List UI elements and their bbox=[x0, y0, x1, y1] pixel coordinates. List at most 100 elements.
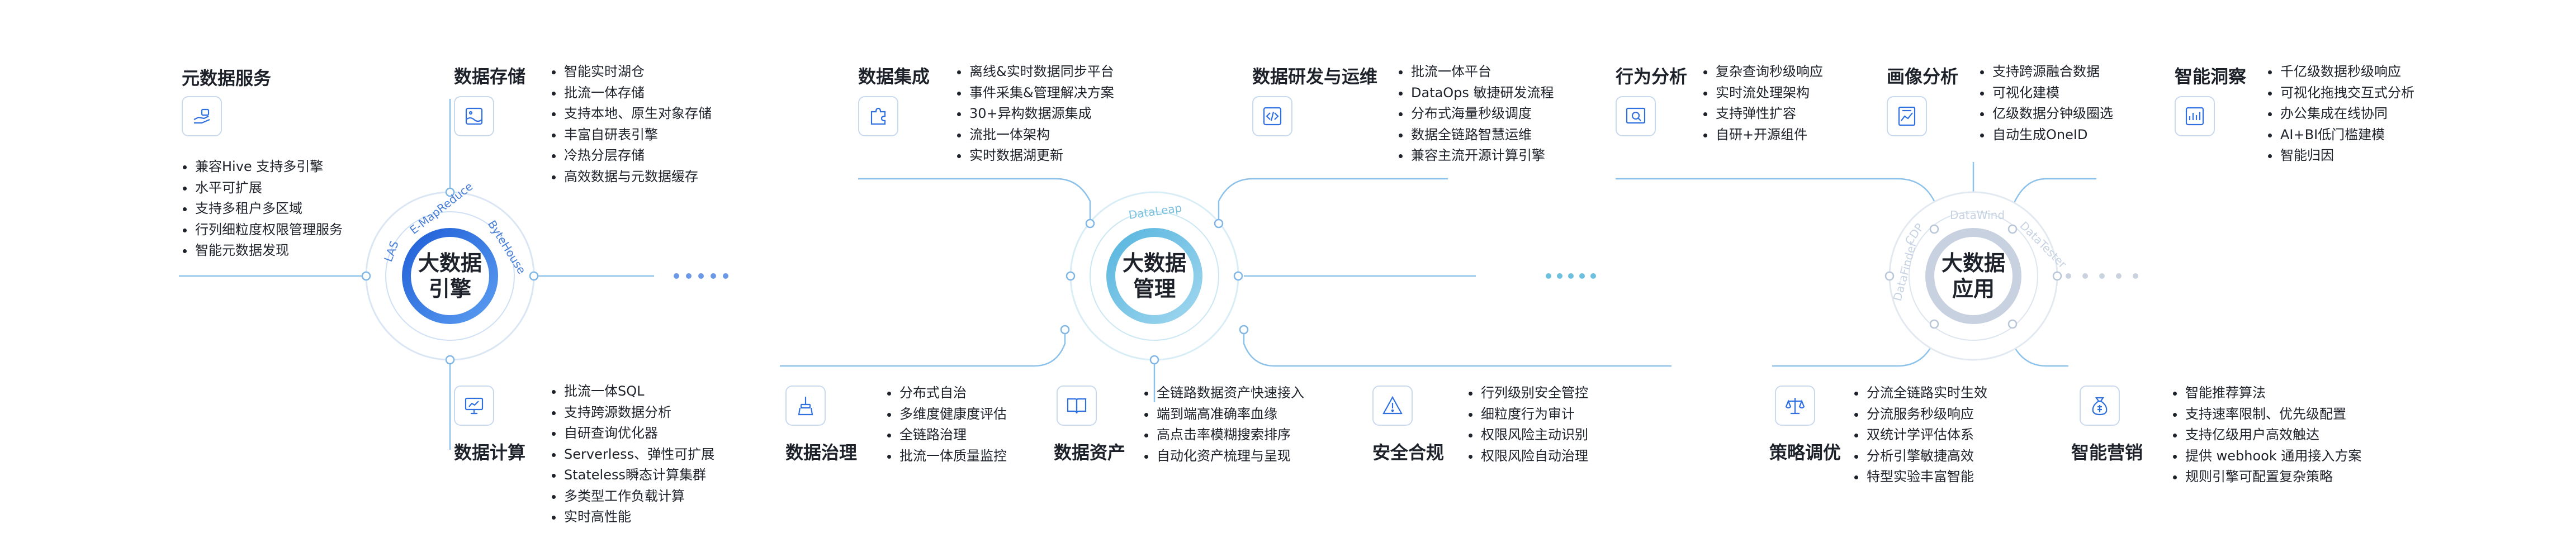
compute-title: 数据计算 bbox=[454, 442, 526, 463]
magnifier-icon bbox=[1616, 96, 1656, 136]
list-item: 批流一体SQL bbox=[551, 381, 714, 402]
insight-icon bbox=[2175, 96, 2215, 136]
list-item: 30+异构数据源集成 bbox=[956, 103, 1114, 125]
list-item: 双统计学评估体系 bbox=[1853, 425, 1987, 446]
list-item: 兼容Hive 支持多引擎 bbox=[182, 156, 343, 178]
list-item: AI+BI低门槛建模 bbox=[2267, 125, 2414, 146]
list-item: 千亿级数据秒级响应 bbox=[2267, 61, 2414, 83]
list-item: 流批一体架构 bbox=[956, 125, 1114, 146]
integration-list: 离线&实时数据同步平台 事件采集&管理解决方案 30+异构数据源集成 流批一体架… bbox=[956, 61, 1114, 166]
hub-application: DataWind DataTester DataFinder CDP bbox=[1884, 191, 2070, 361]
list-item: 支持多租户多区域 bbox=[182, 198, 343, 220]
list-item: 自动化资产梳理与呈现 bbox=[1143, 446, 1304, 467]
hub-engine-line2: 引擎 bbox=[428, 277, 471, 301]
hub-application-line1: 大数据 bbox=[1941, 251, 2005, 275]
governance-list: 分布式自治 多维度健康度评估 全链路治理 批流一体质量监控 bbox=[886, 383, 1007, 467]
list-item: 兼容主流开源计算引擎 bbox=[1398, 145, 1554, 166]
storage-icon bbox=[454, 96, 494, 136]
devops-list: 批流一体平台 DataOps 敏捷研发流程 分布式海量秒级调度 数据全链路智慧运… bbox=[1398, 61, 1554, 166]
hub-application-title: 大数据 应用 bbox=[1929, 250, 2018, 302]
list-item: 多维度健康度评估 bbox=[886, 404, 1007, 425]
list-item: 分流服务秒级响应 bbox=[1853, 404, 1987, 425]
list-item: DataOps 敏捷研发流程 bbox=[1398, 83, 1554, 104]
list-item: 自研+开源组件 bbox=[1702, 125, 1823, 146]
moneybag-icon bbox=[2080, 386, 2120, 426]
list-item: 支持跨源数据分析 bbox=[551, 402, 714, 423]
list-item: 端到端高准确率血缘 bbox=[1143, 404, 1304, 425]
security-list: 行列级别安全管控 细粒度行为审计 权限风险主动识别 权限风险自动治理 bbox=[1467, 383, 1588, 467]
hub-engine: LAS E-MapReduce ByteHouse bbox=[361, 179, 539, 365]
list-item: 智能元数据发现 bbox=[182, 240, 343, 261]
list-item: 冷热分层存储 bbox=[551, 145, 712, 166]
list-item: 权限风险自动治理 bbox=[1467, 446, 1588, 467]
list-item: 行列细粒度权限管理服务 bbox=[182, 220, 343, 241]
security-title: 安全合规 bbox=[1372, 442, 1445, 463]
list-item: 分析引擎敏捷高效 bbox=[1853, 446, 1987, 467]
list-item: 支持弹性扩容 bbox=[1702, 103, 1823, 125]
list-item: 支持跨源融合数据 bbox=[1979, 61, 2113, 83]
list-item: 实时数据湖更新 bbox=[956, 145, 1114, 166]
governance-title: 数据治理 bbox=[785, 442, 858, 463]
hub-management: DataLeap bbox=[1060, 191, 1249, 365]
assets-list: 全链路数据资产快速接入 端到端高准确率血缘 高点击率模糊搜索排序 自动化资产梳理… bbox=[1143, 383, 1304, 467]
list-item: 多类型工作负载计算 bbox=[551, 486, 714, 507]
hub-application-line2: 应用 bbox=[1952, 277, 1995, 301]
warning-icon bbox=[1372, 386, 1413, 426]
list-item: 分布式自治 bbox=[886, 383, 1007, 404]
behavior-title: 行为分析 bbox=[1616, 66, 1688, 87]
list-item: 分布式海量秒级调度 bbox=[1398, 103, 1554, 125]
broom-icon bbox=[785, 386, 826, 426]
puzzle-icon bbox=[858, 96, 898, 136]
scale-icon bbox=[1775, 386, 1815, 426]
meta-title: 元数据服务 bbox=[182, 68, 272, 89]
dotted-trails bbox=[674, 273, 2138, 279]
list-item: 可视化建模 bbox=[1979, 83, 2113, 104]
list-item: 事件采集&管理解决方案 bbox=[956, 83, 1114, 104]
list-item: 可视化拖拽交互式分析 bbox=[2267, 83, 2414, 104]
compute-list: 批流一体SQL 支持跨源数据分析 自研查询优化器 Serverless、弹性可扩… bbox=[551, 381, 714, 528]
meta-list: 兼容Hive 支持多引擎 水平可扩展 支持多租户多区域 行列细粒度权限管理服务 … bbox=[182, 156, 343, 261]
list-item: 实时流处理架构 bbox=[1702, 83, 1823, 104]
hub-engine-title: 大数据 引擎 bbox=[405, 250, 495, 302]
storage-list: 智能实时湖仓 批流一体存储 支持本地、原生对象存储 丰富自研表引擎 冷热分层存储… bbox=[551, 61, 712, 187]
list-item: 水平可扩展 bbox=[182, 178, 343, 199]
monitor-chart-icon bbox=[454, 386, 494, 426]
list-item: 智能归因 bbox=[2267, 145, 2414, 166]
list-item: 特型实验丰富智能 bbox=[1853, 467, 1987, 488]
list-item: 支持亿级用户高效触达 bbox=[2172, 425, 2361, 446]
list-item: 支持本地、原生对象存储 bbox=[551, 103, 712, 125]
list-item: 实时高性能 bbox=[551, 507, 714, 528]
list-item: 分流全链路实时生效 bbox=[1853, 383, 1987, 404]
book-icon bbox=[1057, 386, 1097, 426]
list-item: 亿级数据分钟级圈选 bbox=[1979, 103, 2113, 125]
list-item: 高点击率模糊搜索排序 bbox=[1143, 425, 1304, 446]
list-item: 权限风险主动识别 bbox=[1467, 425, 1588, 446]
list-item: 智能实时湖仓 bbox=[551, 61, 712, 83]
portrait-list: 支持跨源融合数据 可视化建模 亿级数据分钟级圈选 自动生成OneID bbox=[1979, 61, 2113, 145]
list-item: 批流一体存储 bbox=[551, 83, 712, 104]
list-item: 全链路治理 bbox=[886, 425, 1007, 446]
list-item: 自研查询优化器 bbox=[551, 423, 714, 444]
list-item: 复杂查询秒级响应 bbox=[1702, 61, 1823, 83]
storage-title: 数据存储 bbox=[454, 66, 526, 87]
insight-title: 智能洞察 bbox=[2175, 66, 2247, 87]
list-item: Serverless、弹性可扩展 bbox=[551, 444, 714, 465]
list-item: 丰富自研表引擎 bbox=[551, 125, 712, 146]
list-item: 细粒度行为审计 bbox=[1467, 404, 1588, 425]
hand-data-icon bbox=[182, 96, 222, 136]
list-item: 规则引擎可配置复杂策略 bbox=[2172, 467, 2361, 488]
hub-engine-line1: 大数据 bbox=[418, 251, 482, 275]
list-item: 行列级别安全管控 bbox=[1467, 383, 1588, 404]
hub-management-title: 大数据 管理 bbox=[1110, 250, 1199, 302]
code-icon bbox=[1252, 96, 1292, 136]
strategy-list: 分流全链路实时生效 分流服务秒级响应 双统计学评估体系 分析引擎敏捷高效 特型实… bbox=[1853, 383, 1987, 488]
ring-label-datawind: DataWind bbox=[1950, 208, 2005, 222]
insight-list: 千亿级数据秒级响应 可视化拖拽交互式分析 办公集成在线协同 AI+BI低门槛建模… bbox=[2267, 61, 2414, 166]
profile-icon bbox=[1887, 96, 1927, 136]
list-item: 批流一体质量监控 bbox=[886, 446, 1007, 467]
marketing-list: 智能推荐算法 支持速率限制、优先级配置 支持亿级用户高效触达 提供 webhoo… bbox=[2172, 383, 2361, 488]
hub-management-line1: 大数据 bbox=[1122, 251, 1186, 275]
list-item: 离线&实时数据同步平台 bbox=[956, 61, 1114, 83]
portrait-title: 画像分析 bbox=[1887, 66, 1959, 87]
list-item: 全链路数据资产快速接入 bbox=[1143, 383, 1304, 404]
